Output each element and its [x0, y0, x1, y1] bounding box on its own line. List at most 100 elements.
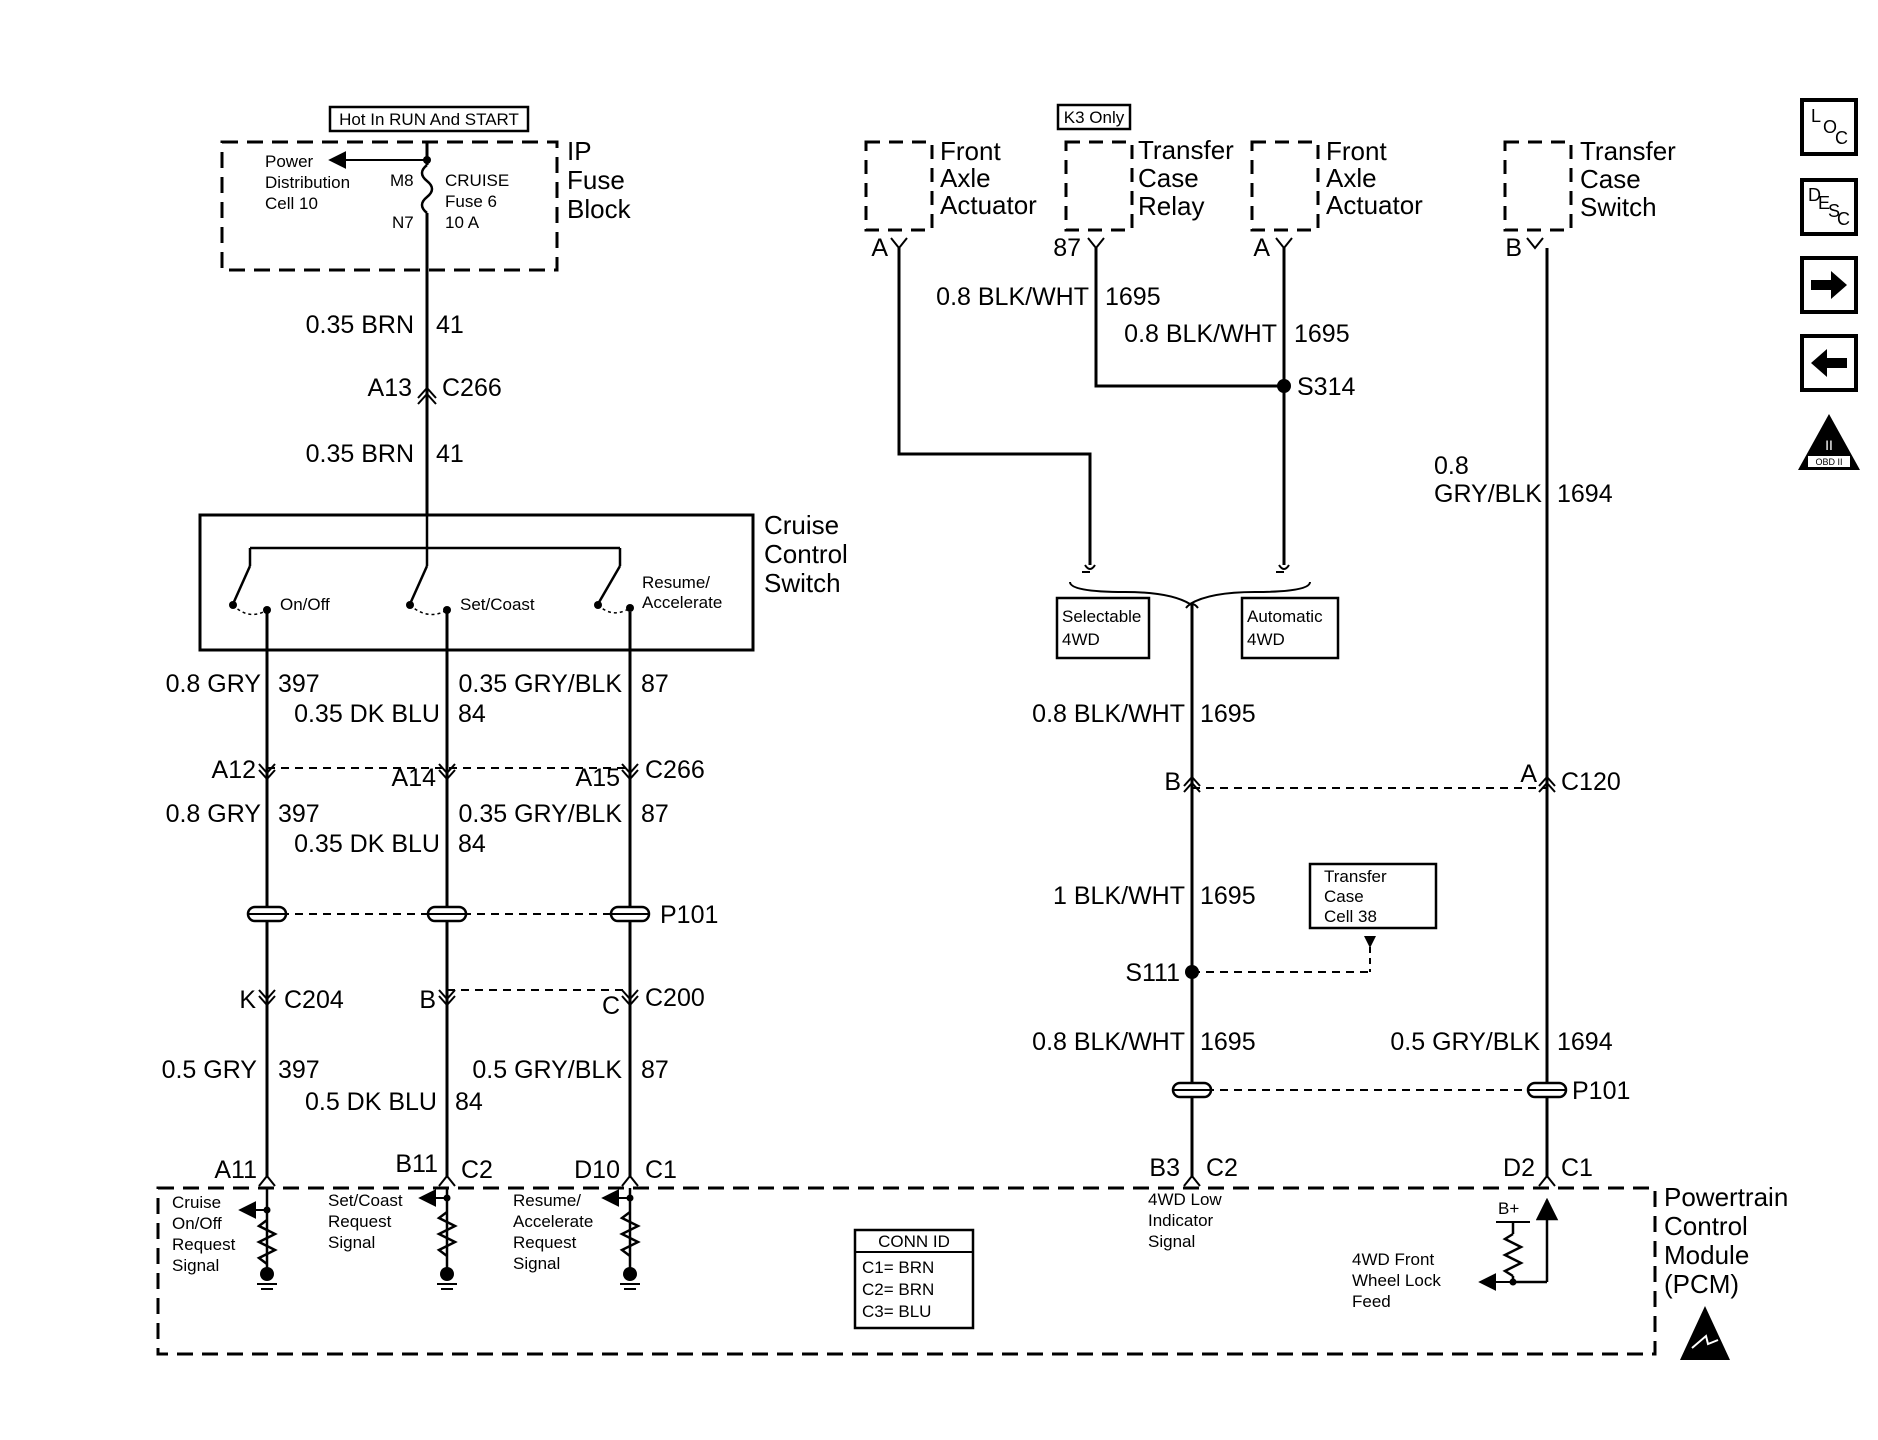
p101-pass-through-left	[246, 905, 651, 923]
svg-text:II: II	[1825, 437, 1833, 453]
wire-gry-397-b-num: 397	[278, 800, 320, 828]
svg-text:B+: B+	[1498, 1199, 1519, 1218]
svg-text:IP: IP	[567, 136, 592, 166]
svg-text:Switch: Switch	[764, 568, 841, 598]
svg-text:Case: Case	[1138, 163, 1199, 193]
wire-gry-397-b: 0.8 GRY	[166, 800, 262, 828]
automatic-4wd-box: Automatic 4WD	[1240, 596, 1340, 660]
connector-p101-left: P101	[660, 901, 718, 929]
svg-text:Actuator: Actuator	[1326, 190, 1423, 220]
svg-text:Signal: Signal	[328, 1233, 375, 1252]
wire-gry-397-a: 0.8 GRY	[166, 670, 262, 698]
connector-a15: A15	[576, 764, 620, 792]
wire-grybl-1694-a-gauge: 0.8	[1434, 452, 1469, 480]
svg-text:4WD Low: 4WD Low	[1148, 1190, 1222, 1209]
svg-text:OBD II: OBD II	[1815, 457, 1842, 467]
wire-brn-41-b-num: 41	[436, 440, 464, 468]
wire-dkblu-84-a-num: 84	[458, 700, 486, 728]
connector-b-c120: B	[1164, 768, 1181, 796]
svg-text:Module: Module	[1664, 1240, 1749, 1270]
wire-blkwht-1695-b-num: 1695	[1294, 320, 1350, 348]
svg-text:Switch: Switch	[1580, 192, 1657, 222]
switch-resume: Resume/ Accelerate	[594, 565, 722, 614]
svg-text:Set/Coast: Set/Coast	[328, 1191, 403, 1210]
svg-text:Indicator: Indicator	[1148, 1211, 1214, 1230]
connector-b11: B11	[395, 1150, 438, 1178]
svg-text:Front: Front	[940, 136, 1001, 166]
signal-setcoast-label: Set/Coast Request Signal	[328, 1191, 403, 1252]
wire-dkblu-84-b-num: 84	[458, 830, 486, 858]
wire-dkblu-84-c-num: 84	[455, 1088, 483, 1116]
connector-c1-left: C1	[645, 1156, 677, 1184]
wire-grybl-87-b-num: 87	[641, 800, 669, 828]
svg-text:C1= BRN: C1= BRN	[862, 1258, 934, 1277]
signal-resume-label: Resume/ Accelerate Request Signal	[513, 1191, 593, 1273]
svg-text:Transfer: Transfer	[1324, 867, 1387, 886]
front-axle-actuator-2: Front Axle Actuator	[1250, 136, 1423, 232]
svg-text:4WD: 4WD	[1247, 630, 1285, 649]
switch-onoff: On/Off	[229, 565, 330, 616]
connector-c2-right: C2	[1206, 1154, 1238, 1182]
wire-blkwht-1695-b: 0.8 BLK/WHT	[1124, 320, 1277, 348]
connector-c1-right: C1	[1561, 1154, 1593, 1182]
connector-k: K	[239, 986, 256, 1014]
wire-brn-41-a: 0.35 BRN	[306, 311, 414, 339]
previous-page-button[interactable]	[1800, 334, 1858, 392]
svg-text:Fuse: Fuse	[567, 165, 625, 195]
connector-a-c120: A	[1520, 760, 1537, 788]
power-distribution-cell: Power Distribution Cell 10	[265, 152, 350, 213]
wire-grybl-87-a-num: 87	[641, 670, 669, 698]
pcm-title: Powertrain Control Module (PCM)	[1664, 1182, 1788, 1299]
svg-text:Cell 10: Cell 10	[265, 194, 318, 213]
pin-87-tcr: 87	[1053, 234, 1081, 262]
transfer-case-cell-38-box: Transfer Case Cell 38	[1308, 862, 1438, 930]
desc-button[interactable]: D E S C	[1800, 178, 1858, 236]
loc-button[interactable]: L O C	[1800, 98, 1858, 156]
wire-blkwht-1695-e-num: 1695	[1200, 1028, 1256, 1056]
svg-text:Front: Front	[1326, 136, 1387, 166]
svg-text:10 A: 10 A	[445, 213, 480, 232]
signal-cruise-label: Cruise On/Off Request Signal	[172, 1193, 236, 1275]
svg-text:Cell 38: Cell 38	[1324, 907, 1377, 926]
transfer-case-relay: Transfer Case Relay	[1064, 135, 1234, 232]
svg-text:Actuator: Actuator	[940, 190, 1037, 220]
svg-text:Request: Request	[172, 1235, 236, 1254]
wire-brn-41-a-num: 41	[436, 311, 464, 339]
svg-text:Axle: Axle	[1326, 163, 1377, 193]
pin-a-fa2: A	[1253, 234, 1270, 262]
svg-text:Fuse 6: Fuse 6	[445, 192, 497, 211]
svg-text:4WD: 4WD	[1062, 630, 1100, 649]
hot-in-run-label: Hot In RUN And START	[328, 105, 530, 133]
wire-blkwht-1695-a: 0.8 BLK/WHT	[936, 283, 1089, 311]
wire-grybl-1694-b-num: 1694	[1557, 1028, 1613, 1056]
ip-fuse-block-title: IP Fuse Block	[567, 136, 632, 224]
connector-c266-top: C266	[442, 374, 502, 402]
splice-s111: S111	[1125, 959, 1180, 987]
cruise-control-switch-box	[198, 513, 755, 652]
obd-ii-button[interactable]: II OBD II	[1796, 412, 1862, 472]
connector-b-c200: B	[419, 986, 436, 1014]
cruise-control-switch-title: Cruise Control Switch	[764, 510, 848, 598]
arrow-right-icon	[1811, 271, 1847, 299]
ip-fuse-block-box	[220, 140, 559, 272]
connector-c-c200: C	[602, 992, 620, 1020]
fuse-pin-m8: M8	[390, 171, 414, 190]
next-page-button[interactable]	[1800, 256, 1858, 314]
wire-blkwht-1695-c: 0.8 BLK/WHT	[1032, 700, 1185, 728]
svg-text:CONN ID: CONN ID	[878, 1232, 950, 1251]
svg-text:Powertrain: Powertrain	[1664, 1182, 1788, 1212]
wire-grybl-87-c: 0.5 GRY/BLK	[472, 1056, 622, 1084]
svg-text:Resume/: Resume/	[642, 573, 710, 592]
svg-text:Cruise: Cruise	[764, 510, 839, 540]
svg-text:Case: Case	[1580, 164, 1641, 194]
svg-text:Resume/: Resume/	[513, 1191, 581, 1210]
wire-gry-397-a-num: 397	[278, 670, 320, 698]
arrow-left-icon	[1811, 349, 1847, 377]
wire-dkblu-84-b: 0.35 DK BLU	[294, 830, 440, 858]
loc-icon: L O C	[1811, 106, 1848, 148]
splice-s111-dot	[1185, 965, 1199, 979]
svg-text:On/Off: On/Off	[172, 1214, 222, 1233]
obd-ii-warning-icon: II OBD II	[1798, 414, 1860, 470]
svg-text:Power: Power	[265, 152, 314, 171]
svg-text:Request: Request	[513, 1233, 577, 1252]
